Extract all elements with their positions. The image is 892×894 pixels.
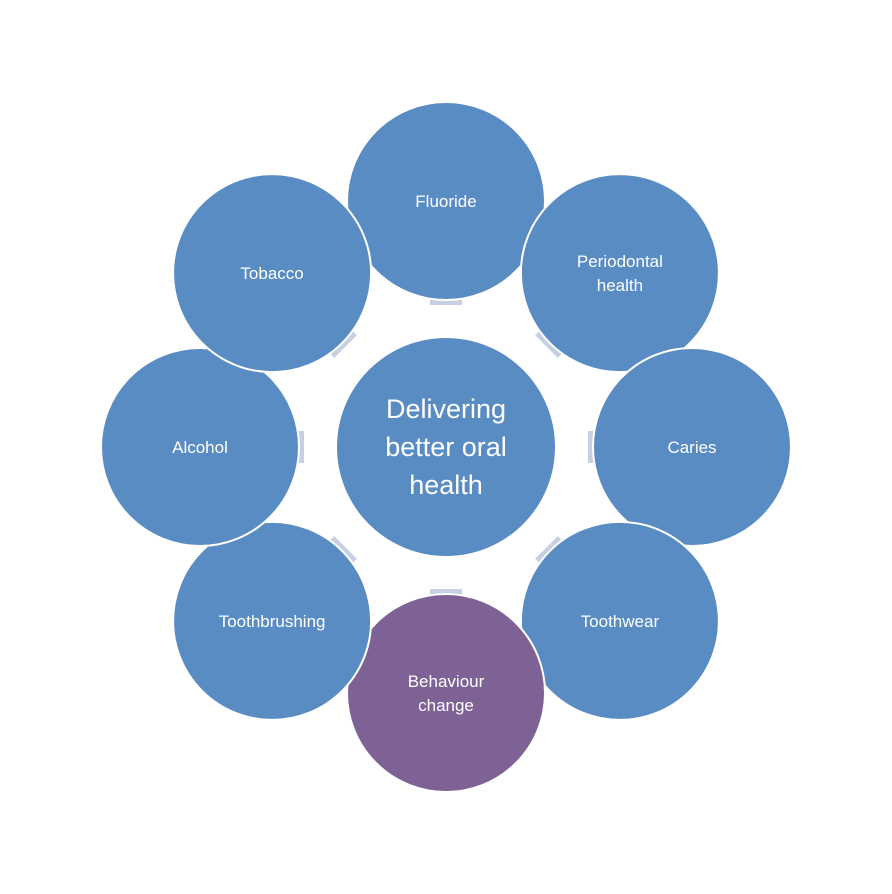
node-circle-periodontal-health	[519, 173, 720, 374]
center-hub-label: health	[409, 470, 483, 500]
node-circle-behaviour-change	[346, 593, 546, 793]
node-label-behaviour-change: change	[418, 696, 474, 715]
node-circle-toothbrushing	[172, 520, 373, 721]
center-hub-circle	[335, 336, 557, 558]
node-fluoride: Fluoride	[346, 101, 546, 301]
center-hub: Delivering better oral health	[335, 336, 557, 558]
node-tobacco: Tobacco	[172, 173, 373, 374]
node-circle-tobacco	[172, 173, 373, 374]
node-label-caries: Caries	[667, 438, 716, 457]
node-label-periodontal-health: Periodontal	[577, 252, 663, 271]
node-label-alcohol: Alcohol	[172, 438, 228, 457]
node-toothbrushing: Toothbrushing	[172, 520, 373, 721]
node-label-toothwear: Toothwear	[581, 612, 660, 631]
node-periodontal-health: Periodontal health	[519, 173, 720, 374]
node-alcohol: Alcohol	[100, 347, 300, 547]
node-circle-toothwear	[519, 520, 720, 721]
center-hub-label: better oral	[385, 432, 507, 462]
center-hub-label: Delivering	[386, 394, 506, 424]
node-circle-alcohol	[100, 347, 300, 547]
nodes-layer: FluoridePeriodontalhealthCariesToothwear…	[100, 101, 792, 793]
node-caries: Caries	[592, 347, 792, 547]
node-behaviour-change: Behaviour change	[346, 593, 546, 793]
node-label-tobacco: Tobacco	[240, 264, 303, 283]
node-toothwear: Toothwear	[519, 520, 720, 721]
node-circle-fluoride	[346, 101, 546, 301]
node-label-toothbrushing: Toothbrushing	[219, 612, 326, 631]
node-label-behaviour-change: Behaviour	[408, 672, 485, 691]
node-label-fluoride: Fluoride	[415, 192, 476, 211]
node-label-periodontal-health: health	[597, 276, 643, 295]
node-circle-caries	[592, 347, 792, 547]
